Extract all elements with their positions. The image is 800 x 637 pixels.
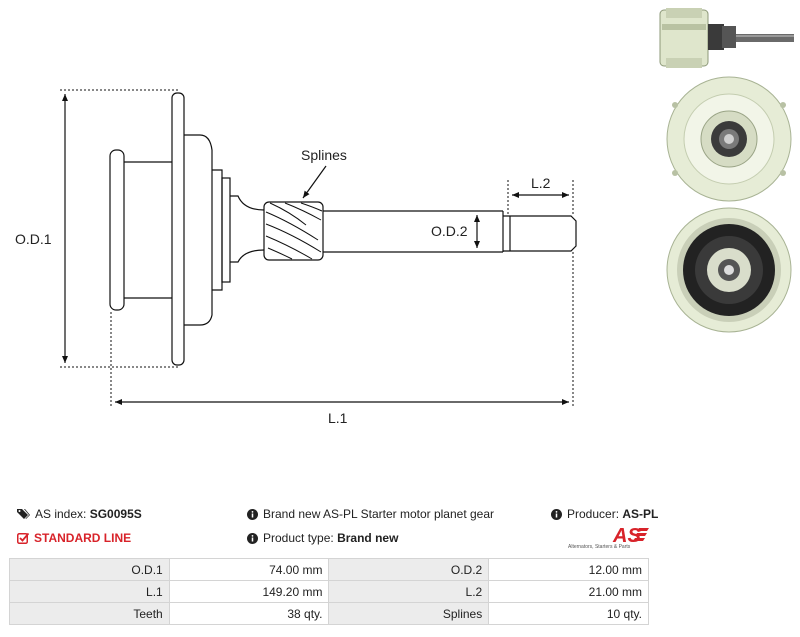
spec-label: Splines bbox=[328, 602, 490, 625]
drum-outline bbox=[124, 161, 172, 299]
l2-label: L.2 bbox=[531, 175, 551, 191]
product-type-label: Product type: bbox=[263, 531, 334, 545]
spec-value: 12.00 mm bbox=[488, 558, 649, 581]
standard-line-label: STANDARD LINE bbox=[34, 531, 132, 545]
spec-label: L.1 bbox=[9, 580, 170, 603]
technical-drawing: O.D.1 O.D.2 L.1 L.2 Splines bbox=[15, 89, 577, 426]
checkbox-checked-icon bbox=[17, 532, 29, 544]
spec-value: 74.00 mm bbox=[168, 558, 330, 581]
spec-label: O.D.1 bbox=[9, 558, 170, 581]
description-text: Brand new AS-PL Starter motor planet gea… bbox=[263, 507, 495, 521]
splines-block bbox=[263, 201, 324, 261]
od2-label: O.D.2 bbox=[431, 223, 468, 239]
producer-value: AS-PL bbox=[622, 507, 659, 521]
as-index-value: SG0095S bbox=[89, 507, 142, 521]
tags-icon bbox=[17, 509, 30, 519]
od1-label: O.D.1 bbox=[15, 231, 52, 247]
shaft-outline bbox=[323, 210, 503, 253]
photo-top-view[interactable] bbox=[661, 75, 797, 203]
as-index-row: AS index: SG0095S bbox=[17, 507, 142, 521]
product-type-value: Brand new bbox=[337, 531, 399, 545]
flange-outline bbox=[171, 92, 185, 366]
producer-label: Producer: bbox=[567, 507, 620, 521]
splines-leader bbox=[302, 165, 327, 199]
as-pl-logo: AS bbox=[612, 525, 649, 547]
as-index-label: AS index: bbox=[35, 507, 87, 521]
svg-text:AS: AS bbox=[612, 525, 641, 547]
spec-value: 21.00 mm bbox=[488, 580, 649, 603]
producer-row: Producer: AS-PL bbox=[551, 507, 658, 521]
spec-label: Teeth bbox=[9, 602, 170, 625]
spec-value: 10 qty. bbox=[488, 602, 649, 625]
spec-value: 38 qty. bbox=[168, 602, 330, 625]
description-row: Brand new AS-PL Starter motor planet gea… bbox=[247, 507, 494, 521]
logo-tagline: Alternators, Starters & Parts bbox=[568, 544, 631, 550]
spec-label: L.2 bbox=[328, 580, 490, 603]
l1-label: L.1 bbox=[328, 410, 348, 426]
info-icon bbox=[551, 509, 562, 520]
spec-label: O.D.2 bbox=[328, 558, 490, 581]
info-icon bbox=[247, 509, 258, 520]
spec-value: 149.20 mm bbox=[168, 580, 330, 603]
splines-label: Splines bbox=[301, 147, 347, 163]
product-type-row: Product type: Brand new bbox=[247, 531, 398, 545]
ring-outline bbox=[109, 149, 125, 311]
hub-outline bbox=[184, 134, 213, 326]
info-icon bbox=[247, 533, 258, 544]
standard-line-row: STANDARD LINE bbox=[17, 531, 131, 545]
photo-bottom-view[interactable] bbox=[661, 204, 797, 334]
photo-side-view[interactable] bbox=[656, 4, 798, 72]
